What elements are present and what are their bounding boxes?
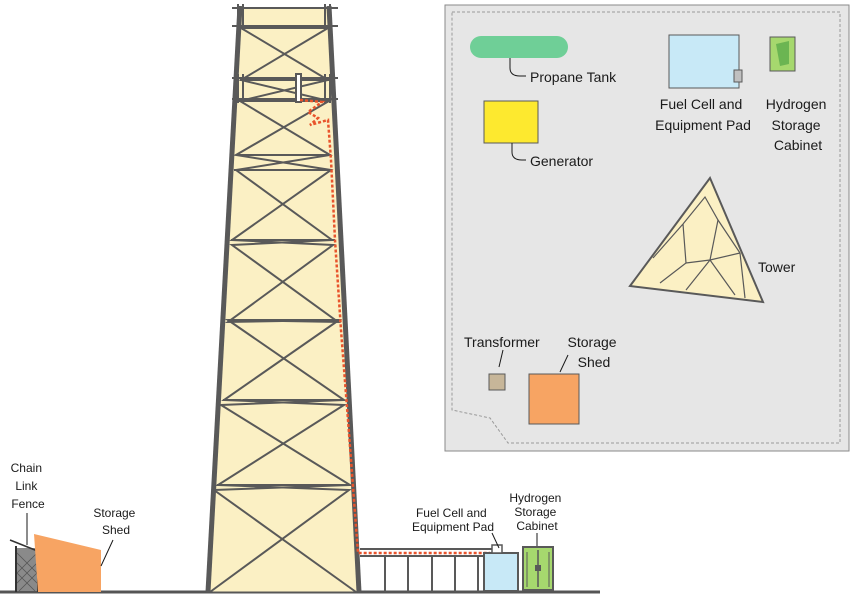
fuel-cell-connector xyxy=(491,544,503,554)
tower-lattice xyxy=(209,27,357,593)
hydrogen-cabinet-door xyxy=(776,41,789,66)
fuel-cell-pad-connector xyxy=(733,69,743,83)
elevation-view: Chain Link Fence Storage Shed Fuel Cell … xyxy=(0,4,600,594)
site-plan: Propane Tank Generator Fuel Cell and Equ… xyxy=(444,4,850,452)
fuel-cell-label-elevation: Fuel Cell and Equipment Pad xyxy=(412,506,494,534)
propane-label: Propane Tank xyxy=(530,69,617,85)
shed-label-elevation: Storage Shed xyxy=(93,506,138,537)
storage-shed-plan xyxy=(528,373,580,425)
propane-tank xyxy=(470,36,568,58)
tower-footprint xyxy=(628,176,765,304)
fuel-cell-label-plan: Fuel Cell and Equipment Pad xyxy=(655,96,751,133)
tower-platforms xyxy=(232,4,338,103)
storage-shed xyxy=(34,534,101,592)
shed-label-plan: Storage Shed xyxy=(568,334,621,370)
tower-body xyxy=(206,7,361,593)
property-line xyxy=(451,11,841,444)
transformer xyxy=(488,373,506,391)
transformer-label: Transformer xyxy=(464,334,540,350)
cable-route xyxy=(299,98,490,555)
hydrogen-cabinet xyxy=(522,546,554,591)
cable-tray xyxy=(360,548,492,592)
site-plan-frame xyxy=(444,4,850,452)
hydrogen-label-elevation: Hydrogen Storage Cabinet xyxy=(509,491,564,533)
fuel-cell-unit xyxy=(483,552,519,592)
generator-label: Generator xyxy=(530,153,593,169)
generator xyxy=(483,100,539,144)
tower-label: Tower xyxy=(758,259,796,275)
fence-label: Chain Link Fence xyxy=(11,461,46,511)
elevation-leaders xyxy=(26,513,538,567)
hydrogen-label-plan: Hydrogen Storage Cabinet xyxy=(766,96,831,153)
fuel-cell-pad xyxy=(668,34,740,89)
